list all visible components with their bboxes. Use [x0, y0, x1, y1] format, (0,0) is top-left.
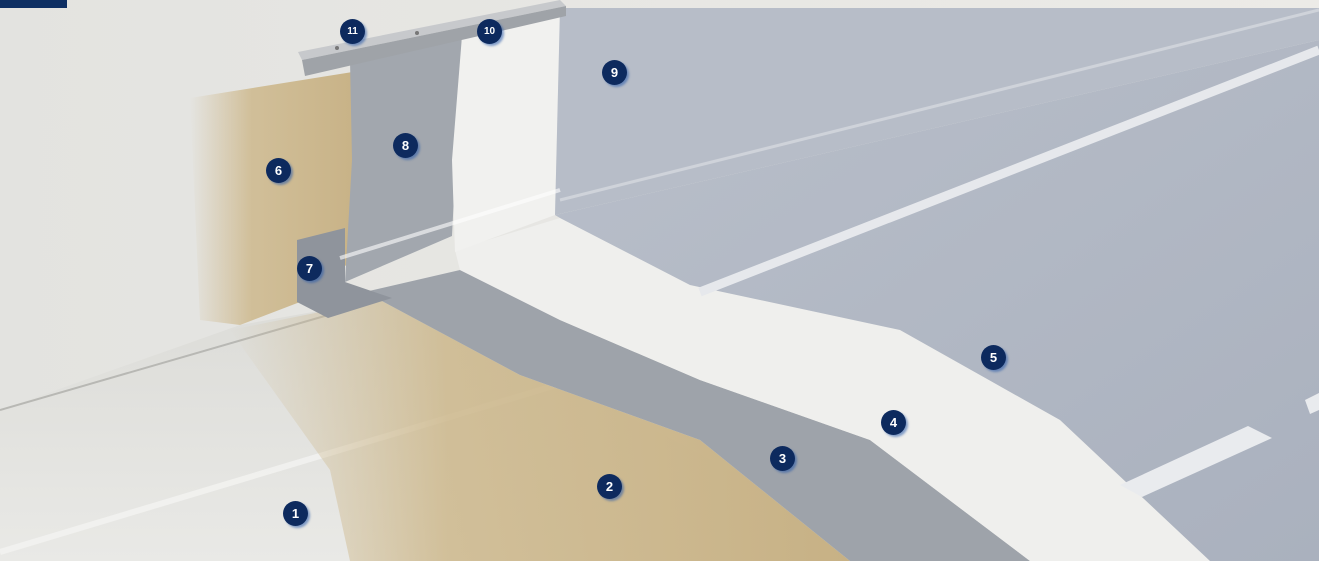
layer-marker-2: 2	[597, 474, 622, 499]
layer-marker-11: 11	[340, 19, 365, 44]
layer-marker-6: 6	[266, 158, 291, 183]
termination-bar-screw	[415, 31, 419, 35]
layer-marker-8: 8	[393, 133, 418, 158]
termination-bar-screw	[335, 46, 339, 50]
layer-marker-1: 1	[283, 501, 308, 526]
layer-marker-3: 3	[770, 446, 795, 471]
layer-marker-5: 5	[981, 345, 1006, 370]
layer-marker-7: 7	[297, 256, 322, 281]
layer-marker-10: 10	[477, 19, 502, 44]
brand-corner-tab	[0, 0, 67, 8]
fleece-upstand	[452, 12, 560, 252]
layer-marker-9: 9	[602, 60, 627, 85]
layer-marker-4: 4	[881, 410, 906, 435]
